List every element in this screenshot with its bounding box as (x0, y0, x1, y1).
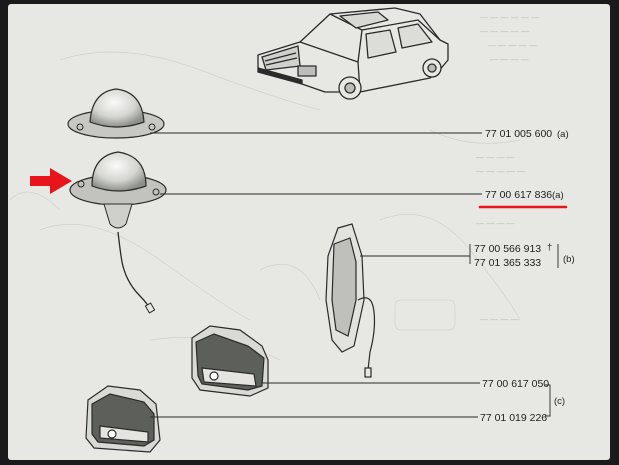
part-number-highlighted: 77 00 617 836 (485, 189, 552, 201)
svg-text:— — — — —: — — — — — (480, 27, 529, 36)
tail-lamp-housing-icon (191, 325, 269, 397)
part-mark: † (547, 242, 552, 253)
svg-text:— — — —: — — — — (476, 219, 515, 228)
part-tag: (b) (563, 254, 575, 265)
svg-text:— — — — —: — — — — — (488, 41, 537, 50)
background-bleed-text: — — — — — — — — — — — — — — — — — — — — … (476, 13, 539, 324)
part-number: 77 01 019 226 (480, 412, 547, 424)
tail-lamp-lens-icon (85, 385, 161, 453)
svg-text:— — — — — —: — — — — — — (480, 13, 539, 22)
svg-text:— — — —: — — — — (480, 315, 519, 324)
part-tag: (a) (552, 190, 564, 201)
red-arrow-icon (30, 168, 72, 194)
license-plate-lamp-with-cable-icon (69, 151, 167, 314)
part-number: 77 00 617 050 (482, 378, 549, 390)
svg-text:— — — —: — — — — (476, 153, 515, 162)
parts-diagram: — — — — — — — — — — — — — — — — — — — — … (9, 7, 575, 453)
part-number-list: 77 01 005 600 (a) 77 00 617 836 (a) 77 0… (474, 128, 575, 424)
svg-text:— — — —: — — — — (490, 55, 529, 64)
catalogue-page: — — — — — — — — — — — — — — — — — — — — … (8, 4, 610, 460)
part-tag: (a) (557, 129, 569, 140)
side-marker-lamp-icon (325, 223, 376, 378)
license-plate-lamp-icon (67, 88, 165, 139)
svg-text:— — — — —: — — — — — (476, 167, 525, 176)
leader-lines (150, 132, 551, 418)
background-bleed (9, 51, 521, 361)
part-number: 77 00 566 913 (474, 243, 541, 255)
sedan-car-illustration (257, 7, 449, 100)
part-number: 77 01 005 600 (485, 128, 552, 140)
part-number: 77 01 365 333 (474, 257, 541, 269)
part-tag: (c) (554, 396, 565, 407)
